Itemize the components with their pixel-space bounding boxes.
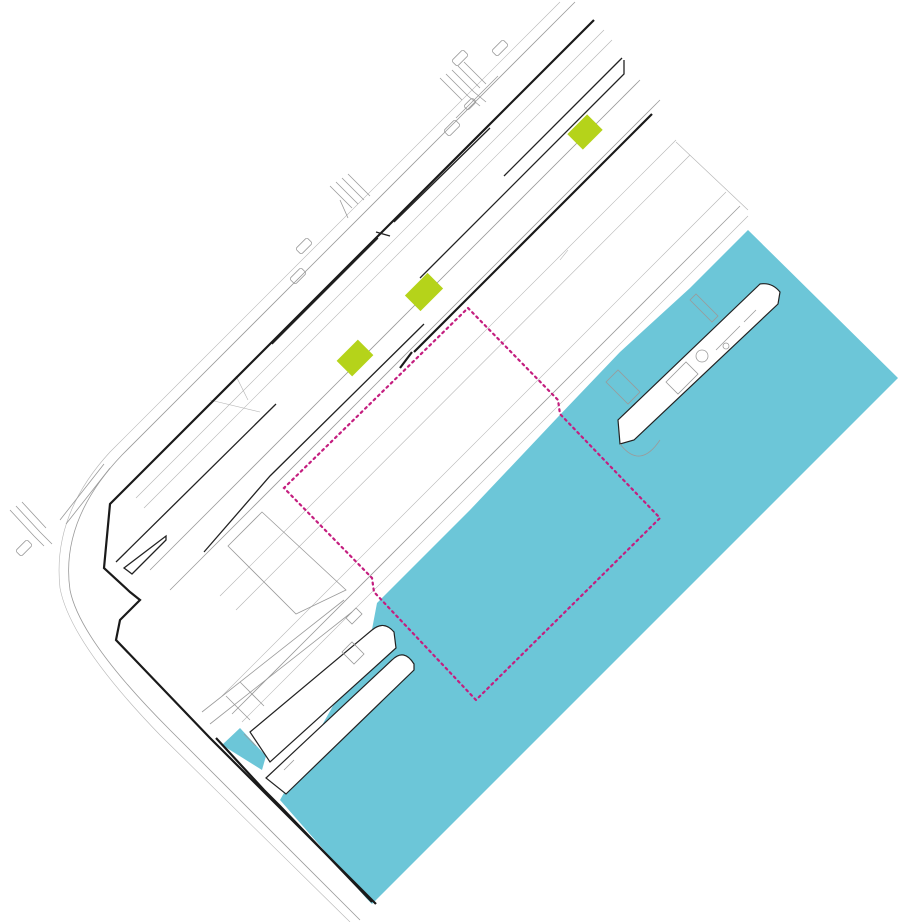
car-icon	[464, 98, 476, 110]
highlight-patch-3	[336, 339, 374, 377]
car-icon	[15, 539, 33, 557]
highlight-patch-1	[567, 114, 603, 150]
water-area	[280, 230, 898, 904]
moored-barge	[243, 607, 415, 795]
moored-ship	[605, 283, 781, 457]
site-boundary-dotted	[282, 306, 662, 702]
parking-stripes	[9, 61, 499, 547]
highlight-patches	[336, 114, 603, 377]
harbour-basin	[222, 230, 898, 904]
road-lanes	[58, 1, 749, 922]
ship-icon	[617, 283, 781, 445]
car-icon	[443, 119, 461, 137]
car-icon	[295, 237, 313, 255]
quay-structure	[102, 19, 653, 905]
parked-cars	[9, 39, 509, 557]
water-inlet	[222, 728, 266, 770]
highlight-patch-2	[404, 272, 444, 312]
car-icon	[491, 39, 509, 57]
car-icon	[451, 49, 469, 67]
car-icon	[289, 267, 307, 285]
barge-icon	[249, 624, 397, 763]
